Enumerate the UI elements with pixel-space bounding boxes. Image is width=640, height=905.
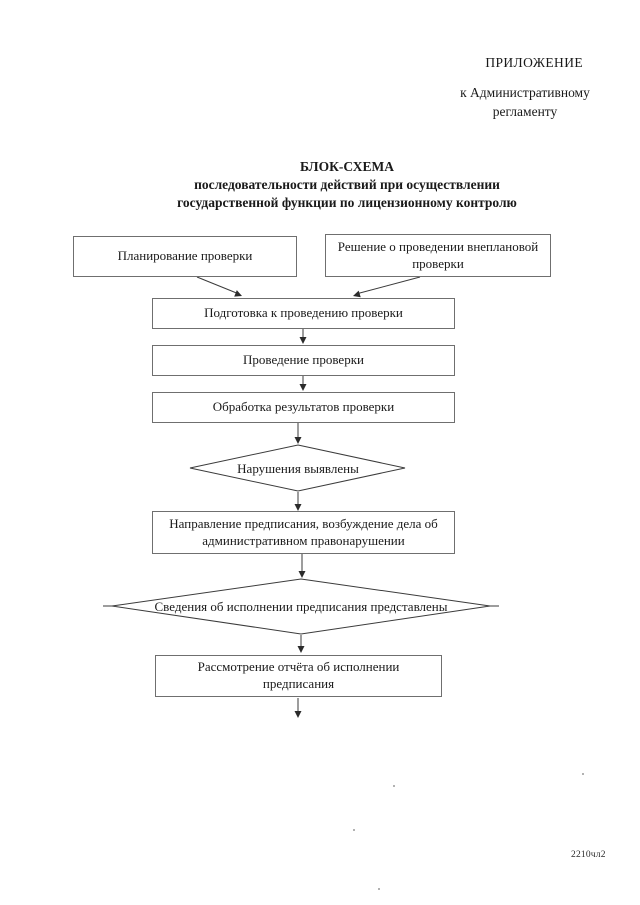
appendix-subheading-line2: регламенту [492, 104, 558, 119]
decision-diamond-compliance [111, 578, 491, 635]
decision-diamond-violations [189, 444, 406, 492]
appendix-heading: ПРИЛОЖЕНИЕ [485, 55, 583, 70]
footer-note: 2210чл2 [571, 850, 606, 860]
node-report-review: Рассмотрение отчёта об исполнении предпи… [155, 655, 442, 697]
scan-speck [378, 888, 380, 890]
node-planning: Планирование проверки [73, 236, 297, 277]
node-processing-results: Обработка результатов проверки [152, 392, 455, 423]
connector-unscheduled-preparation [355, 276, 421, 295]
arrowhead [294, 711, 302, 718]
node-compliance-info-label: Сведения об исполнении предписания предс… [154, 599, 448, 614]
scan-speck [393, 785, 395, 787]
arrowhead [294, 504, 302, 511]
arrowhead [294, 437, 302, 444]
page-title-line1: БЛОК-СХЕМА [299, 159, 395, 174]
arrowhead [298, 571, 306, 578]
arrowhead [297, 646, 305, 653]
page-title-line2: последовательности действий при осуществ… [194, 177, 500, 192]
appendix-subheading-line1: к Административному [460, 85, 590, 100]
node-unscheduled-decision: Решение о проведении внеплановой проверк… [325, 234, 551, 277]
node-preparation: Подготовка к проведению проверки [152, 298, 455, 329]
scan-speck [582, 773, 584, 775]
node-conducting: Проведение проверки [152, 345, 455, 376]
scan-speck [353, 829, 355, 831]
appendix-subheading: к Административному регламенту [440, 83, 610, 121]
page-title-line3: государственной функции по лицензионному… [177, 195, 517, 210]
arrowhead [353, 290, 361, 298]
arrowhead [299, 337, 307, 344]
arrowhead [234, 290, 242, 297]
arrowhead [299, 384, 307, 391]
node-violations-found-label: Нарушения выявлены [237, 461, 359, 476]
connector-planning-preparation [196, 276, 240, 295]
node-issue-order: Направление предписания, возбуждение дел… [152, 511, 455, 554]
